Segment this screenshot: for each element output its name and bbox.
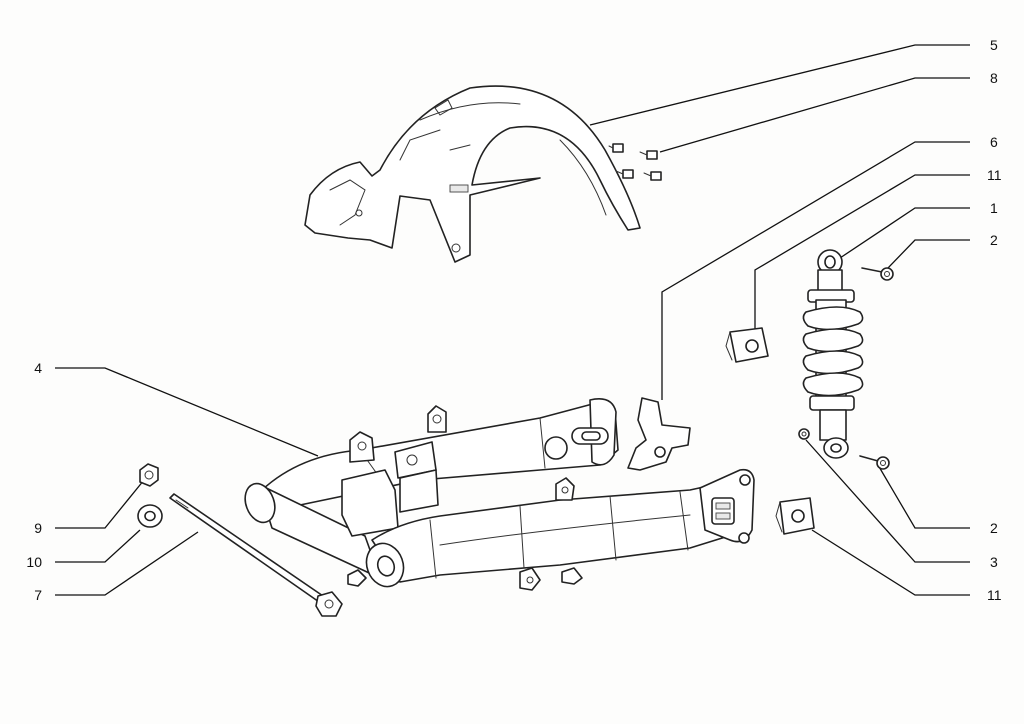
callout-4: 4 bbox=[34, 360, 42, 376]
callout-8: 8 bbox=[990, 70, 998, 86]
rear-mudguard bbox=[304, 85, 641, 263]
leader-10 bbox=[55, 529, 141, 563]
callout-6: 6 bbox=[990, 134, 998, 150]
callout-1: 1 bbox=[990, 200, 998, 216]
leader-1 bbox=[839, 207, 970, 259]
fender-screws bbox=[608, 143, 662, 181]
callout-9: 9 bbox=[34, 520, 42, 536]
leader-2b bbox=[877, 464, 970, 529]
leader-8 bbox=[659, 77, 970, 153]
leader-7 bbox=[55, 531, 199, 596]
leader-11a bbox=[754, 174, 970, 330]
leader-lines bbox=[55, 44, 970, 596]
callout-10: 10 bbox=[26, 554, 42, 570]
clip-nut-lower bbox=[775, 497, 815, 535]
leader-11b bbox=[811, 529, 970, 596]
callout-11-upper: 11 bbox=[987, 167, 1002, 183]
pivot-spindle bbox=[169, 493, 343, 617]
callout-3: 3 bbox=[990, 554, 998, 570]
callout-2-upper: 2 bbox=[990, 232, 998, 248]
leader-3 bbox=[805, 439, 970, 563]
callout-11-lower: 11 bbox=[987, 587, 1002, 603]
leader-6 bbox=[661, 141, 970, 400]
shock-absorber bbox=[802, 249, 864, 459]
callout-2-lower: 2 bbox=[990, 520, 998, 536]
shock-bolt-lower bbox=[859, 455, 890, 470]
callout-7: 7 bbox=[34, 587, 42, 603]
leader-5 bbox=[589, 44, 970, 126]
leader-9 bbox=[55, 479, 145, 529]
callout-5: 5 bbox=[990, 37, 998, 53]
shock-nut bbox=[798, 428, 810, 440]
clip-nut-upper bbox=[725, 327, 769, 363]
pivot-nut bbox=[139, 463, 159, 487]
swingarm bbox=[244, 398, 755, 591]
leader-2a bbox=[887, 239, 970, 269]
chain-guide bbox=[627, 397, 691, 471]
pivot-washer bbox=[137, 504, 163, 528]
shock-bolt-upper bbox=[861, 267, 894, 281]
leader-4 bbox=[55, 367, 319, 457]
